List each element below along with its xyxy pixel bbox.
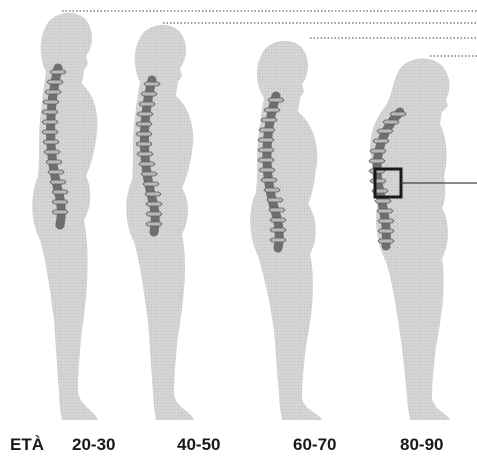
age-label-40-50: 40-50: [177, 435, 220, 454]
figure-age-20-30: [32, 13, 98, 420]
age-labels: ETÀ 20-30 40-50 60-70 80-90: [10, 435, 443, 454]
age-label-20-30: 20-30: [72, 435, 115, 454]
figure-age-60-70: [250, 41, 322, 420]
age-label-60-70: 60-70: [293, 435, 336, 454]
age-prefix-label: ETÀ: [10, 435, 44, 454]
figure-age-80-90: [369, 58, 477, 420]
age-label-80-90: 80-90: [400, 435, 443, 454]
figure-age-40-50: [126, 25, 194, 420]
